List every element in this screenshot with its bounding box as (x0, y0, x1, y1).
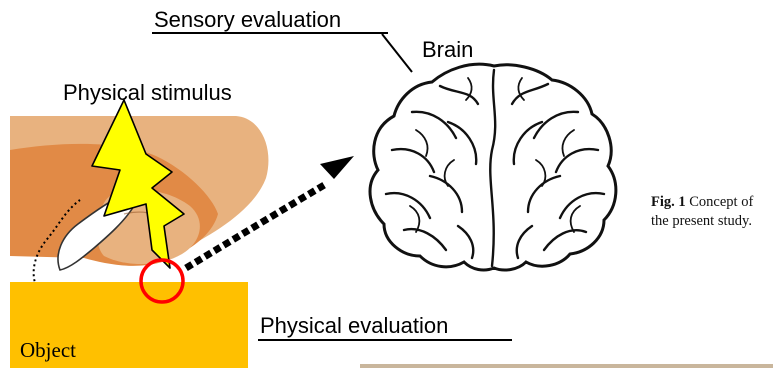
figure-label: Fig. 1 (651, 194, 686, 210)
sensory-pointer-line (382, 34, 412, 72)
brain-icon (370, 64, 616, 270)
cropped-image-edge (360, 364, 773, 368)
brain-label: Brain (422, 37, 473, 62)
figure-caption: Fig. 1 Concept of the present study. (651, 193, 773, 231)
physical-stimulus-label: Physical stimulus (63, 80, 232, 105)
sensory-evaluation-label: Sensory evaluation (154, 7, 341, 32)
object-label: Object (20, 338, 76, 362)
physical-evaluation-label: Physical evaluation (260, 313, 448, 338)
